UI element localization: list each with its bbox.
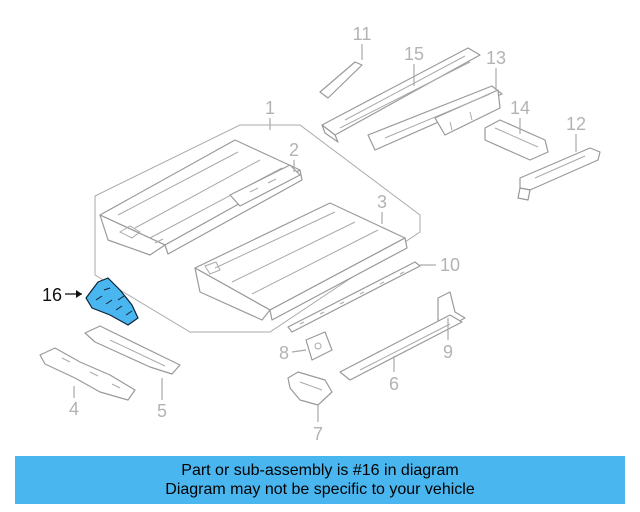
part-6-rail xyxy=(339,314,463,381)
info-banner: Part or sub-assembly is #16 in diagram D… xyxy=(15,456,625,504)
callout-2[interactable]: 2 xyxy=(289,140,299,160)
callout-5[interactable]: 5 xyxy=(157,401,167,421)
part-14-bracket xyxy=(484,119,549,161)
part-15-rocker xyxy=(321,47,481,143)
callout-11[interactable]: 11 xyxy=(353,24,372,44)
leader-lines xyxy=(65,44,577,422)
callout-9[interactable]: 9 xyxy=(443,342,453,362)
callout-7[interactable]: 7 xyxy=(313,424,323,444)
part-13-side-member xyxy=(367,85,503,151)
callout-12[interactable]: 12 xyxy=(566,114,586,134)
part-3-rear-floor-pan xyxy=(194,202,408,321)
part-8-plate xyxy=(305,331,333,361)
callout-1[interactable]: 1 xyxy=(265,98,275,118)
part-2-reinforcement xyxy=(229,164,301,207)
callout-4[interactable]: 4 xyxy=(69,399,79,419)
part-4-crossmember xyxy=(39,347,136,401)
callout-10[interactable]: 10 xyxy=(440,255,460,275)
parts-diagram: 1 2 3 4 5 6 7 8 9 10 11 12 13 14 15 16 xyxy=(39,24,601,444)
callout-15[interactable]: 15 xyxy=(404,44,424,64)
banner-line-1: Part or sub-assembly is #16 in diagram xyxy=(181,462,459,479)
banner-line-2: Diagram may not be specific to your vehi… xyxy=(165,481,475,498)
part-16-panel xyxy=(85,277,139,326)
callout-13[interactable]: 13 xyxy=(486,48,506,68)
callout-6[interactable]: 6 xyxy=(389,374,399,394)
part-7-bracket xyxy=(287,371,333,406)
callout-8[interactable]: 8 xyxy=(279,343,289,363)
part-10-strip xyxy=(287,261,421,333)
part-5-crossmember xyxy=(84,325,181,375)
callout-16[interactable]: 16 xyxy=(42,285,62,305)
callout-3[interactable]: 3 xyxy=(377,192,387,212)
part-12-bracket xyxy=(517,147,601,201)
part-11-strip xyxy=(319,61,363,99)
callout-14[interactable]: 14 xyxy=(510,98,530,118)
floor-assembly-outline xyxy=(94,124,421,333)
